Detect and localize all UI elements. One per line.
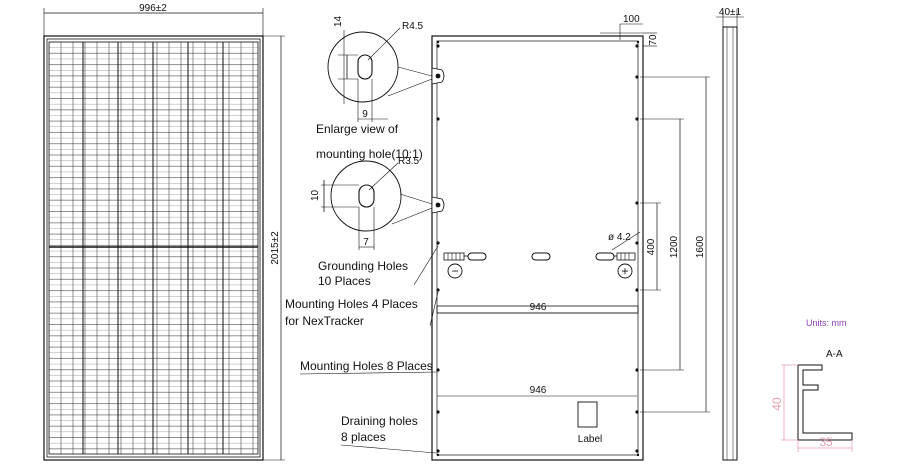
side-thickness-label: 40±1 (719, 7, 742, 18)
hole-diameter-label: ø 4.2 (608, 232, 631, 243)
grounding-hole-detail: 10 7 R3.5 (310, 156, 433, 250)
top-offset-label: 100 (623, 14, 640, 25)
positive-sign: + (621, 264, 628, 278)
back-view: − + 946 946 Label 100 70 ø 4.2 400 1200 … (431, 14, 710, 461)
section-aa: Units: mm A-A 40 35 (770, 318, 853, 452)
back-frame (431, 35, 644, 461)
nextracker-holes-line1: Mounting Holes 4 Places (285, 297, 418, 311)
grounding-holes-line2: 10 Places (318, 274, 371, 288)
side-offset-label: 70 (648, 34, 659, 46)
front-width-label: 996±2 (139, 3, 167, 14)
large-hole-radius-label: R4.5 (402, 21, 424, 32)
upper-span-label: 946 (530, 302, 547, 313)
detail-caption-line2: mounting hole(10:1) (316, 147, 423, 161)
label-box (577, 401, 598, 428)
negative-cable (443, 252, 468, 261)
draining-holes-line1: Draining holes (341, 414, 418, 428)
dim-1200-label: 1200 (669, 235, 680, 258)
positive-cable (614, 252, 636, 261)
negative-sign: − (451, 264, 458, 278)
large-hole-width-label: 9 (362, 109, 368, 120)
small-hole-radius-label: R3.5 (398, 156, 420, 167)
large-hole-height-label: 14 (333, 15, 344, 27)
section-height-label: 40 (770, 397, 784, 411)
junction-box-center (531, 252, 551, 261)
grounding-holes-line1: Grounding Holes (318, 259, 408, 273)
front-frame (43, 35, 264, 461)
section-width-label: 35 (819, 435, 833, 449)
side-view: 40±1 (716, 7, 744, 461)
junction-box-right (595, 252, 615, 261)
front-view: 996±2 2015±2 (43, 3, 285, 461)
frame-profile (797, 364, 853, 441)
small-hole-height-label: 10 (310, 189, 321, 201)
dim-1600-label: 1600 (695, 235, 706, 258)
junction-box-left (467, 252, 487, 261)
label-box-text: Label (578, 434, 602, 445)
positive-terminal-icon (617, 263, 633, 279)
side-frame (722, 26, 738, 461)
lower-span-label: 946 (530, 385, 547, 396)
mounting-hole-detail: 14 9 R4.5 Enlarge view of mounting hole(… (316, 15, 433, 161)
detail-caption-line1: Enlarge view of (316, 122, 399, 136)
callouts: Grounding Holes 10 Places Mounting Holes… (285, 245, 439, 454)
front-height-label: 2015±2 (270, 231, 281, 265)
section-title: A-A (826, 349, 843, 360)
negative-terminal-icon (447, 263, 463, 279)
nextracker-holes-line2: for NexTracker (285, 314, 364, 328)
units-label: Units: mm (806, 318, 847, 328)
mounting-holes-8-label: Mounting Holes 8 Places (300, 359, 433, 373)
small-hole-width-label: 7 (363, 237, 369, 248)
draining-holes-line2: 8 places (341, 430, 386, 444)
dim-400-label: 400 (646, 238, 657, 255)
